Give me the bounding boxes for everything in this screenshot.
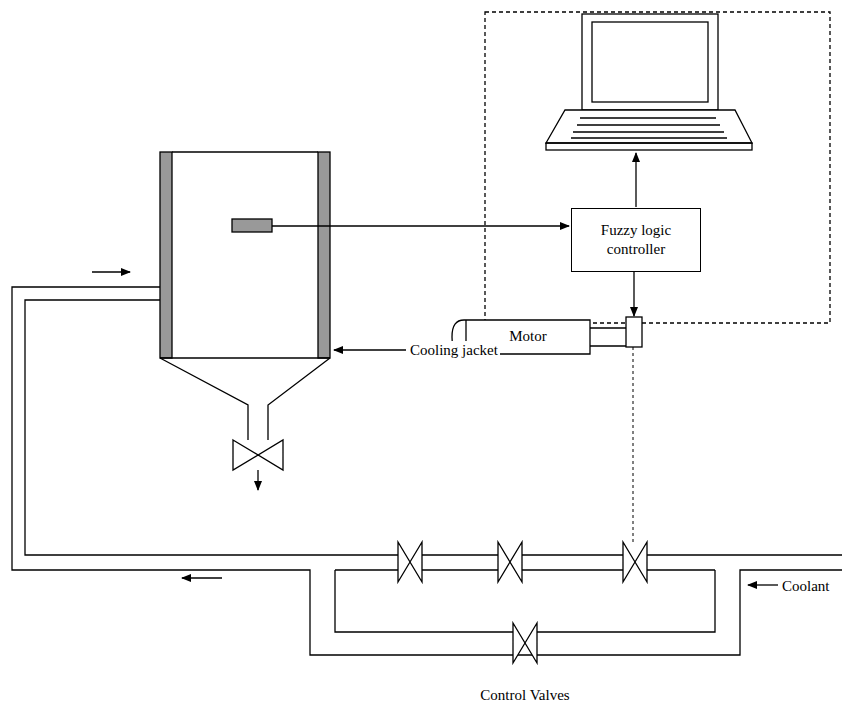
flow-arrow [748,584,778,585]
flow-arrow [92,271,130,272]
controller-box: Fuzzy logic controller [571,208,701,272]
valve-symbol [398,542,647,663]
coolant-pipe [12,287,842,655]
leader-line [334,349,406,350]
signal-line [272,225,569,226]
part-label: Cooling jacket [408,341,500,359]
signal-line [635,153,636,207]
temperature-sensor [232,219,272,232]
reactor-tank [160,152,330,490]
part-label: Coolant [780,577,832,595]
part-label: Control Valves [478,686,571,704]
actuator-link [633,347,634,542]
control-signal [633,272,634,316]
laptop-icon [546,14,752,150]
node-text: Fuzzy logic controller [582,221,690,259]
computer-region [485,12,830,323]
flow-arrow [182,577,222,578]
